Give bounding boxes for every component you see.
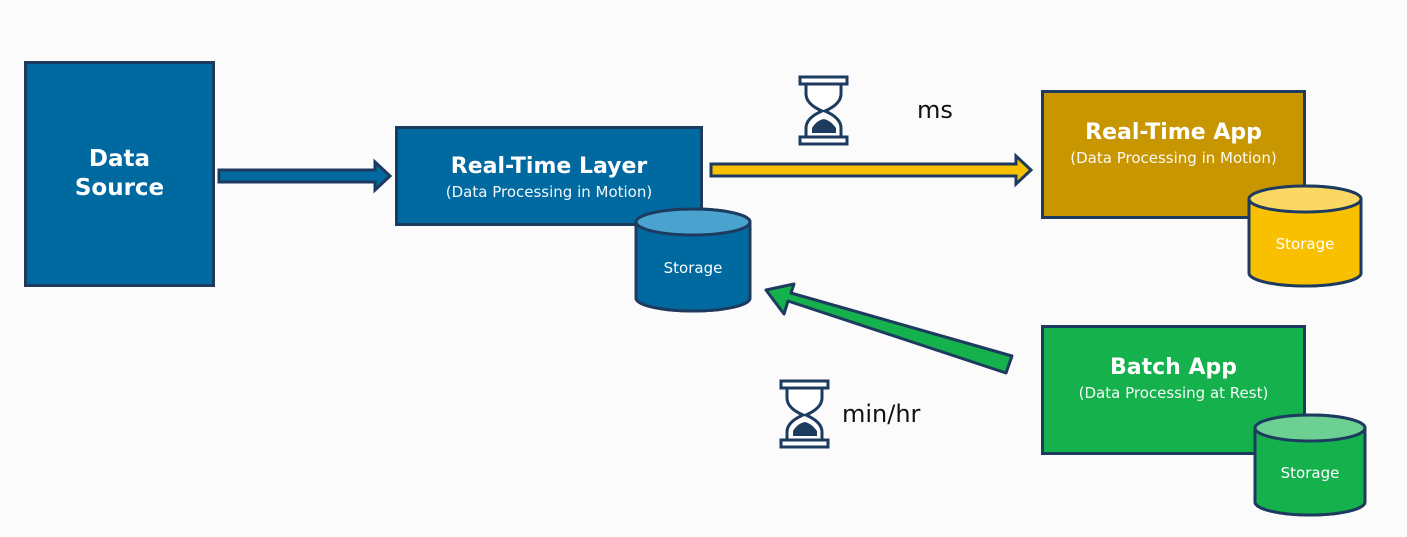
realtime-layer-box: Real-Time Layer (Data Processing in Moti…: [395, 126, 703, 226]
storage-label: Storage: [1276, 235, 1335, 253]
arrow-batch-to-storage: [764, 282, 1014, 375]
data-source-title: Data Source: [74, 146, 165, 201]
storage-cylinder-batch-app-front: Storage: [1253, 413, 1367, 517]
batch-app-title: Batch App: [1109, 355, 1237, 380]
storage-cylinder-realtime-layer-front: Storage: [634, 207, 752, 313]
hourglass-icon: [779, 379, 830, 449]
data-source-box: Data Source: [24, 61, 215, 287]
realtime-layer-title: Real-Time Layer: [450, 154, 648, 179]
hourglass-icon: [798, 75, 849, 146]
storage-cylinder-realtime-app-front: Storage: [1247, 184, 1363, 288]
realtime-layer-subtitle: (Data Processing in Motion): [445, 182, 653, 201]
latency-slow-label: min/hr: [842, 400, 921, 428]
realtime-app-title: Real-Time App: [1085, 120, 1262, 145]
batch-app-subtitle: (Data Processing at Rest): [1078, 383, 1269, 402]
storage-label: Storage: [664, 259, 723, 277]
realtime-app-subtitle: (Data Processing in Motion): [1070, 148, 1277, 167]
latency-fast-label: ms: [917, 96, 953, 124]
storage-label: Storage: [1281, 464, 1340, 482]
arrow-source-to-realtime: [217, 158, 393, 194]
arrow-realtime-to-app: [709, 152, 1034, 188]
